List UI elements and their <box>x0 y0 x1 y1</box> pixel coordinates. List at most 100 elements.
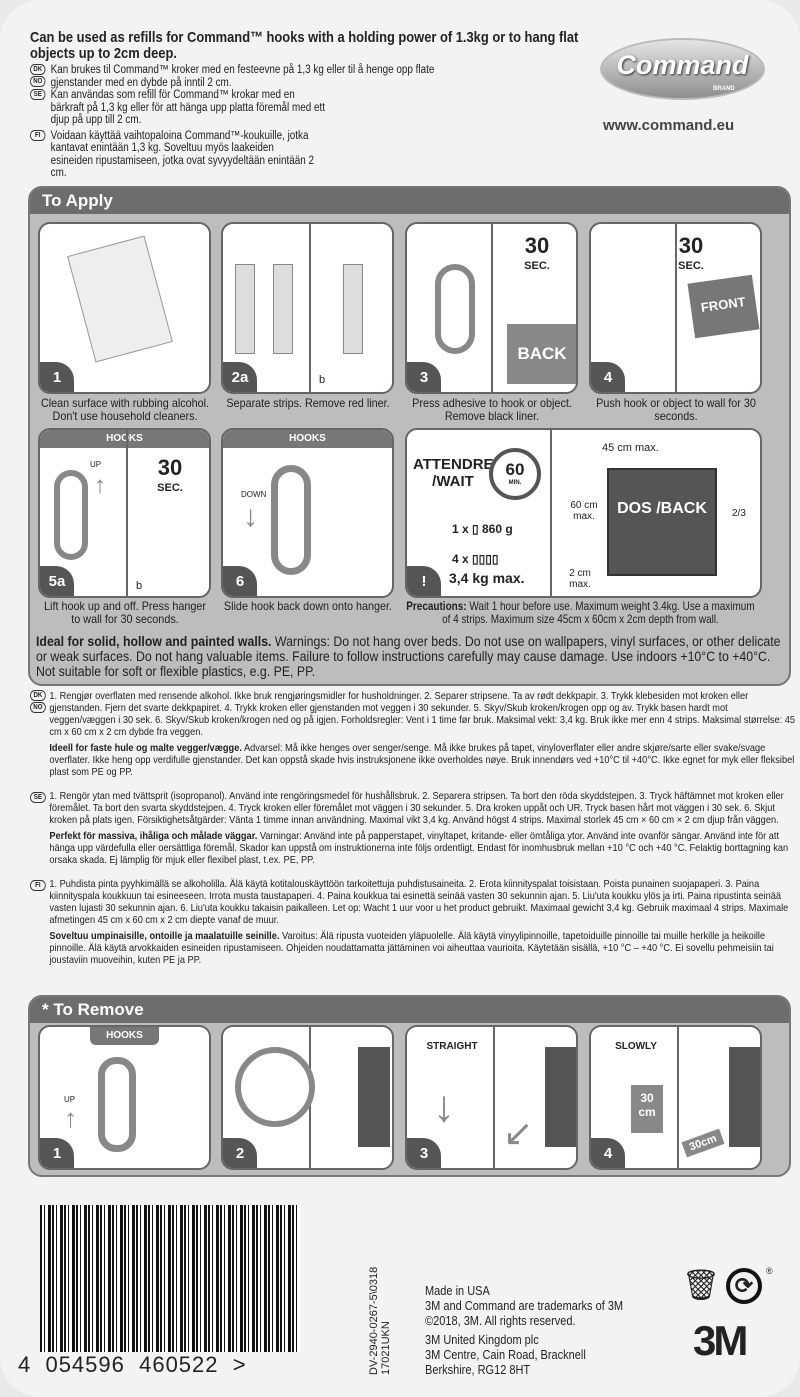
lang-warnings: Varoitus: Älä ripusta vuoteiden yläpuole… <box>49 930 774 966</box>
seconds-label: SEC. <box>524 260 550 272</box>
frame-illustration <box>729 1047 760 1147</box>
four-strips-weight: 3,4 kg max. <box>449 570 525 586</box>
arrow-up-icon: ↑ <box>94 472 106 499</box>
product-codes: DV-2940-0267-5\0318 17021UKN <box>368 1185 392 1375</box>
step-number: 1 <box>40 1138 74 1168</box>
badge-se: SE <box>30 792 46 803</box>
arrow-down-icon: ↓ <box>243 500 258 533</box>
step-number: 5a <box>40 566 74 596</box>
step-number: 1 <box>40 362 74 392</box>
step-number: 4 <box>591 1138 625 1168</box>
product-code: DV-2940-0267-5\0318 <box>368 1266 380 1375</box>
company-address: 3M Centre, Cain Road, Bracknell <box>425 1348 586 1362</box>
back-label: DOS /BACK <box>617 500 707 517</box>
hook-icon <box>271 465 311 575</box>
step-sub-label: b <box>319 374 326 386</box>
remove-step-1: HOOKS UP ↑ 1 <box>38 1025 211 1170</box>
lang-ideal: Ideell for faste hule og malte vegger/væ… <box>49 742 242 754</box>
lang-block-se: SE 1. Rengör ytan med tvättsprit (isopro… <box>30 790 796 870</box>
hooks-header: HOOKS <box>90 1027 159 1045</box>
max-depth: 2 cm max. <box>569 568 591 590</box>
arrow-label: UP <box>90 460 102 469</box>
green-dot-recycle-icon: ⟳ <box>726 1268 762 1304</box>
frame-illustration <box>358 1047 390 1147</box>
barcode <box>40 1205 300 1355</box>
apply-step-5: HOOKS UP ↑ 30 SEC. b 5a <box>38 428 211 598</box>
arrow-label: DOWN <box>241 490 267 499</box>
back-label: BACK <box>507 324 576 384</box>
max-width: 45 cm max. <box>602 442 659 454</box>
strip-icon <box>235 264 255 354</box>
hooks-header: HOOKS <box>40 430 209 448</box>
precautions-text: Wait 1 hour before use. Maximum weight 3… <box>442 599 755 626</box>
badge-se: SE <box>30 89 46 100</box>
website-url: www.command.eu <box>603 117 735 134</box>
company-name: 3M United Kingdom plc <box>425 1333 539 1347</box>
step-6-caption: Slide hook back down onto hanger. <box>223 599 393 613</box>
footer-text: Made in USA 3M and Command are trademark… <box>425 1284 623 1378</box>
seconds-label: SEC. <box>678 260 704 272</box>
lang-steps: 1. Puhdista pinta pyyhkimällä se alkohol… <box>49 878 789 926</box>
prohibited-icon <box>235 1047 315 1127</box>
intro-fi-text: Voidaan käyttää vaihtopaloina Command™-k… <box>50 129 314 180</box>
copyright: ©2018, 3M. All rights reserved. <box>425 1314 576 1328</box>
one-strip-weight: 860 g <box>481 522 513 536</box>
3m-logo: 3M <box>693 1317 748 1364</box>
strip-position-ratio: 2/3 <box>732 508 746 519</box>
arrow-up-icon: ↑ <box>64 1103 77 1133</box>
step-2-caption: Separate strips. Remove red liner. <box>226 396 390 410</box>
intro-se: SE Kan användas som refill för Command™ k… <box>30 89 512 127</box>
hook-icon <box>98 1057 136 1152</box>
slowly-label: SLOWLY <box>615 1041 657 1052</box>
lang-steps: 1. Rengör ytan med tvättsprit (isopropan… <box>49 790 784 826</box>
strip-icon <box>343 264 363 354</box>
lang-warnings: Varningar: Använd inte på papperstapet, … <box>49 830 789 866</box>
registered-mark: ® <box>766 1266 773 1276</box>
badge-dk: DK <box>30 64 46 75</box>
lang-warnings: Advarsel: Må ikke henges over senger/sen… <box>49 742 795 778</box>
hooks-header: HOOKS <box>223 430 392 448</box>
company-city: Berkshire, RG12 8HT <box>425 1363 531 1377</box>
hook-icon <box>54 470 88 560</box>
remove-title: * To Remove <box>30 997 789 1023</box>
step-number: 6 <box>223 566 257 596</box>
tidyman-bin-icon: 🗑 <box>682 1269 721 1302</box>
strip-icon <box>273 264 293 354</box>
seconds-label: SEC. <box>157 482 183 494</box>
seconds-number: 30 <box>524 233 550 258</box>
step-sub-label: b <box>136 580 143 592</box>
arrow-left-icon: ↙ <box>503 1112 534 1153</box>
step-number: 2 <box>223 1138 257 1168</box>
barcode-digits: 4 054596 460522 > <box>18 1352 318 1378</box>
frame-illustration <box>545 1047 576 1147</box>
intro-se-text: Kan användas som refill för Command™ kro… <box>50 89 325 126</box>
made-in: Made in USA <box>425 1284 490 1298</box>
remove-step-3: STRAIGHT ↓ ↙ 3 <box>405 1025 578 1170</box>
badge-fi: FI <box>30 880 46 891</box>
one-strip: 1 x <box>452 522 469 536</box>
badge-no: NO <box>30 76 46 87</box>
step-number: 3 <box>407 362 441 392</box>
apply-step-6: HOOKS DOWN ↓ 6 <box>221 428 394 598</box>
precautions: Precautions: Wait 1 hour before use. Max… <box>402 600 759 626</box>
max-height: 60 cm max. <box>570 500 598 522</box>
frame-back-illustration: DOS /BACK <box>607 468 717 576</box>
step-1-caption: Clean surface with rubbing alcohol. Don'… <box>40 396 210 423</box>
badge-dk: DK <box>30 690 46 701</box>
apply-step-1: 1 <box>38 222 211 394</box>
front-label: FRONT <box>687 274 760 339</box>
remove-step-2: 2 <box>221 1025 394 1170</box>
intro-dk-text: Kan brukes til Command™ kroker med en fe… <box>50 64 435 89</box>
ideal-warnings: Ideal for solid, hollow and painted wall… <box>36 634 784 679</box>
distance-label: 30 cm <box>631 1085 663 1133</box>
trademark-note: 3M and Command are trademarks of 3M <box>425 1299 624 1313</box>
lang-steps: 1. Rengjør overflaten med rensende alkoh… <box>49 690 796 738</box>
apply-step-4: 30 SEC. FRONT 4 <box>589 222 762 394</box>
apply-step-3: 30 SEC. BACK 3 <box>405 222 578 394</box>
